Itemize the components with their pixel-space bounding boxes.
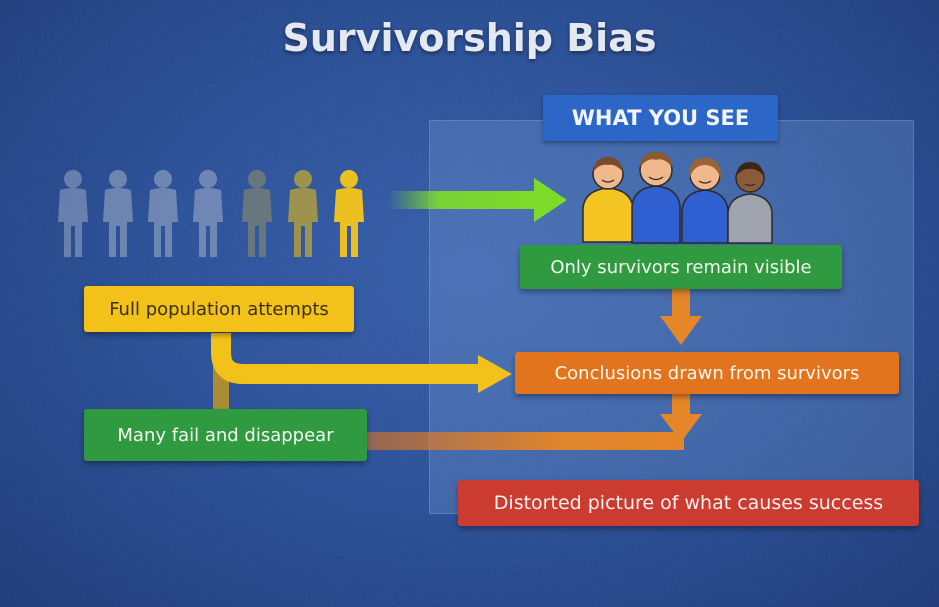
arrow-to-survivors	[388, 178, 567, 222]
survivor-person-icon	[727, 162, 773, 244]
faded-person-icon	[148, 170, 178, 257]
faded-person-icon	[242, 170, 272, 257]
diagram-title: Survivorship Bias	[282, 16, 657, 60]
survivor-portraits	[582, 151, 773, 244]
conclusions-box: Conclusions drawn from survivors	[515, 352, 899, 394]
faded-person-icon	[288, 170, 318, 257]
survivor-person-icon	[631, 151, 681, 244]
what-you-see-badge: WHAT YOU SEE	[543, 95, 778, 141]
survivor-person-icon	[681, 157, 729, 244]
only-survivors-box: Only survivors remain visible	[520, 245, 842, 289]
survivor-silhouette-icon	[334, 170, 364, 257]
faded-person-icon	[193, 170, 223, 257]
distorted-picture-box: Distorted picture of what causes success	[458, 480, 919, 526]
full-population-box: Full population attempts	[84, 286, 354, 332]
arrow-conclusions-to-fail-path	[660, 392, 702, 442]
arrow-survivors-to-conclusions	[660, 288, 702, 345]
survivor-person-icon	[582, 157, 634, 243]
arrow-population-to-conclusions	[211, 333, 512, 409]
faded-person-icon	[103, 170, 133, 257]
arrow-fail-to-conclusions	[366, 432, 684, 450]
population-row	[58, 170, 364, 257]
many-fail-box: Many fail and disappear	[84, 409, 367, 461]
faded-person-icon	[58, 170, 88, 257]
